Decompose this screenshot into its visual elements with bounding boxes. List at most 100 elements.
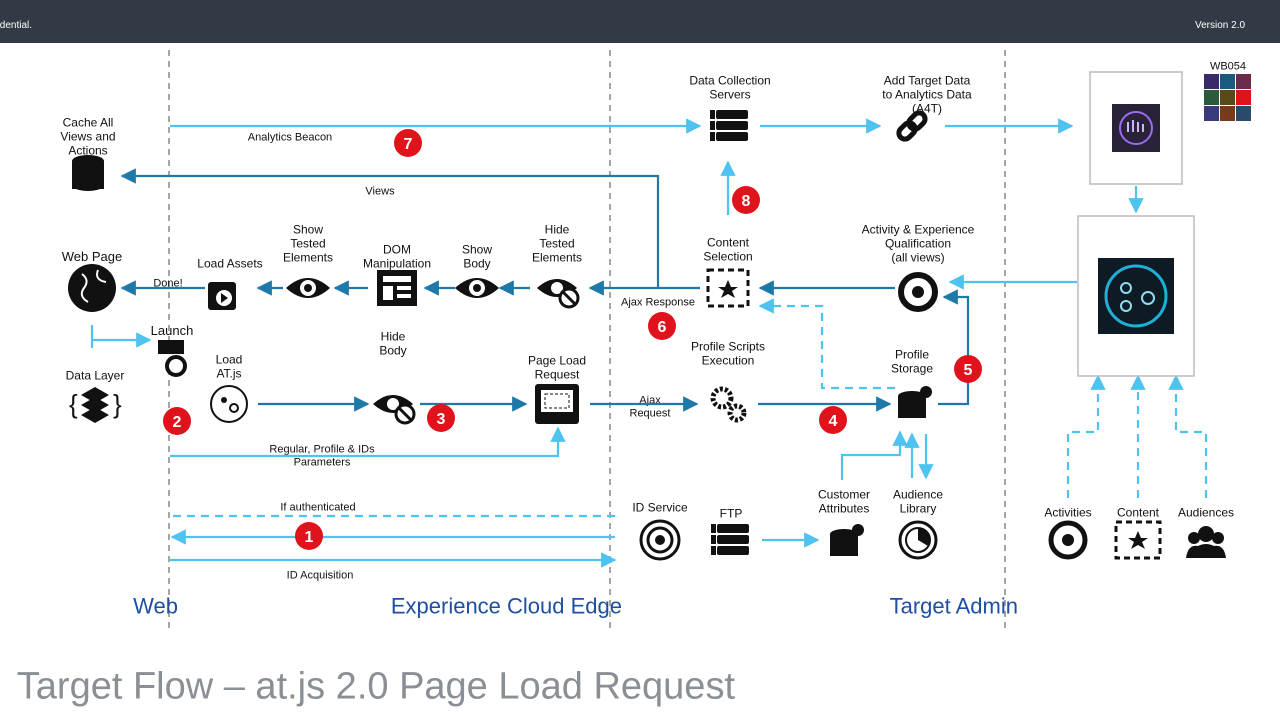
page-load-icon	[535, 384, 579, 424]
content-icon	[1114, 520, 1162, 560]
cache-label-line: Actions	[68, 143, 107, 157]
profile-storage-icon	[898, 386, 932, 418]
qualification-label-line: (all views)	[891, 250, 944, 264]
page-title: Target Flow – at.js 2.0 Page Load Reques…	[17, 666, 736, 708]
hide-tested-label-line: Tested	[539, 236, 574, 250]
customer-attributes-label-line: Customer	[818, 487, 870, 501]
content-selection-label-line: Selection	[703, 249, 752, 263]
header-bar	[0, 0, 1280, 43]
zone-title-admin: Target Admin	[890, 593, 1018, 618]
data-collection-label-line: Servers	[709, 87, 750, 101]
step-number: 4	[829, 413, 838, 430]
step-badge-5: 5	[954, 355, 982, 383]
profile-scripts-label-line: Profile Scripts	[691, 339, 765, 353]
data-layer-label-line: Data Layer	[66, 368, 125, 382]
svg-text:{: {	[69, 389, 78, 419]
step-number: 3	[437, 411, 446, 428]
copyright-text: © 2019 Adobe Systems Incorporated. All R…	[0, 20, 32, 31]
audience-library-label-line: Audience	[893, 487, 943, 501]
version-text: Version 2.0	[1195, 20, 1245, 31]
step-badge-6: 6	[648, 312, 676, 340]
labels-layer: Target Flow – at.js 2.0 Page Load Reques…	[17, 61, 1246, 708]
step-number: 8	[742, 193, 751, 210]
hide-tested-label-line: Elements	[532, 250, 582, 264]
step-badge-3: 3	[427, 404, 455, 432]
a4t-label-line: to Analytics Data	[882, 87, 972, 101]
id-service-label: ID Service	[632, 500, 688, 514]
icons: {}	[68, 71, 1251, 561]
zone-title-web: Web	[133, 593, 178, 618]
id-acquisition-label: ID Acquisition	[287, 570, 354, 582]
cache-label-line: Cache All	[63, 115, 114, 129]
hide-eye-icon	[373, 395, 416, 425]
step-number: 5	[964, 362, 973, 379]
activities-to-target-dashed	[1066, 374, 1106, 498]
customer-attributes-label-line: Attributes	[819, 501, 870, 515]
load-atjs-label-line: Load	[216, 352, 243, 366]
ajax-response-label: Ajax Response	[621, 297, 695, 309]
data-layer-icon: {}	[69, 387, 122, 423]
show-body-label-line: Body	[463, 256, 490, 270]
content-selection-label-line: Content	[707, 235, 750, 249]
target-icon	[1077, 215, 1195, 377]
views-arrow	[120, 168, 660, 288]
audiences-to-target-dashed	[1168, 374, 1208, 498]
show-body-label-line: Show	[462, 242, 492, 256]
show-tested-label-line: Elements	[283, 250, 333, 264]
svg-text:}: }	[113, 389, 122, 419]
analytics-beacon-label: Analytics Beacon	[248, 132, 332, 144]
link-icon	[896, 110, 928, 142]
step-badge-1: 1	[295, 522, 323, 550]
load-assets-icon	[208, 282, 236, 310]
ajax-request-label-line: Request	[630, 408, 671, 420]
step-number: 6	[658, 319, 667, 336]
qualification-icon	[898, 272, 938, 312]
audience-library-label-line: Library	[900, 501, 937, 515]
ftp-label: FTP	[720, 506, 743, 520]
launch-icon	[158, 340, 187, 377]
activities-label: Activities	[1044, 505, 1091, 519]
step-number: 1	[305, 529, 314, 546]
dom-icon	[377, 270, 417, 306]
profile-storage-label-line: Storage	[891, 361, 933, 375]
customer-attributes-icon	[830, 524, 864, 556]
a4t-label-line: Add Target Data	[884, 73, 971, 87]
gears-icon	[710, 386, 747, 423]
activities-icon	[1048, 520, 1088, 560]
qualification-label-line: Qualification	[885, 236, 951, 250]
storage-to-selection-dashed	[758, 298, 895, 390]
page-load-label-line: Page Load	[528, 353, 586, 367]
globe-icon	[68, 264, 116, 312]
hide-tested-label-line: Hide	[545, 222, 570, 236]
eye-icon	[286, 278, 330, 298]
dom-label-line: DOM	[383, 242, 411, 256]
id-service-icon	[639, 519, 681, 561]
profile-storage-label-line: Profile	[895, 347, 929, 361]
cache-label-line: Views and	[60, 129, 115, 143]
badge-code: WB054	[1210, 61, 1246, 73]
params-label-line: Regular, Profile & IDs	[269, 444, 375, 456]
hide-body-label-line: Hide	[381, 329, 406, 343]
data-collection-label-line: Data Collection	[689, 73, 770, 87]
done-label: Done!	[153, 278, 182, 290]
attributes-to-storage-arrow	[840, 430, 908, 480]
profile-scripts-label-line: Execution	[702, 353, 755, 367]
step-badge-7: 7	[394, 129, 422, 157]
params-arrow	[170, 426, 566, 458]
eye-icon	[455, 278, 499, 298]
content-selection-icon	[706, 268, 750, 308]
launch-label: Launch	[151, 323, 194, 338]
params-label-line: Parameters	[294, 457, 351, 469]
app-badge-icon	[1204, 74, 1251, 121]
step-badge-8: 8	[732, 186, 760, 214]
web-page-label: Web Page	[62, 249, 122, 264]
atjs-icon	[210, 385, 248, 423]
connectors	[90, 118, 1208, 568]
content-label: Content	[1117, 505, 1160, 519]
load-atjs-label-line: AT.js	[216, 366, 241, 380]
storage-to-qualification-arrow	[938, 289, 970, 406]
audiences-icon	[1186, 526, 1226, 558]
audiences-label: Audiences	[1178, 505, 1234, 519]
